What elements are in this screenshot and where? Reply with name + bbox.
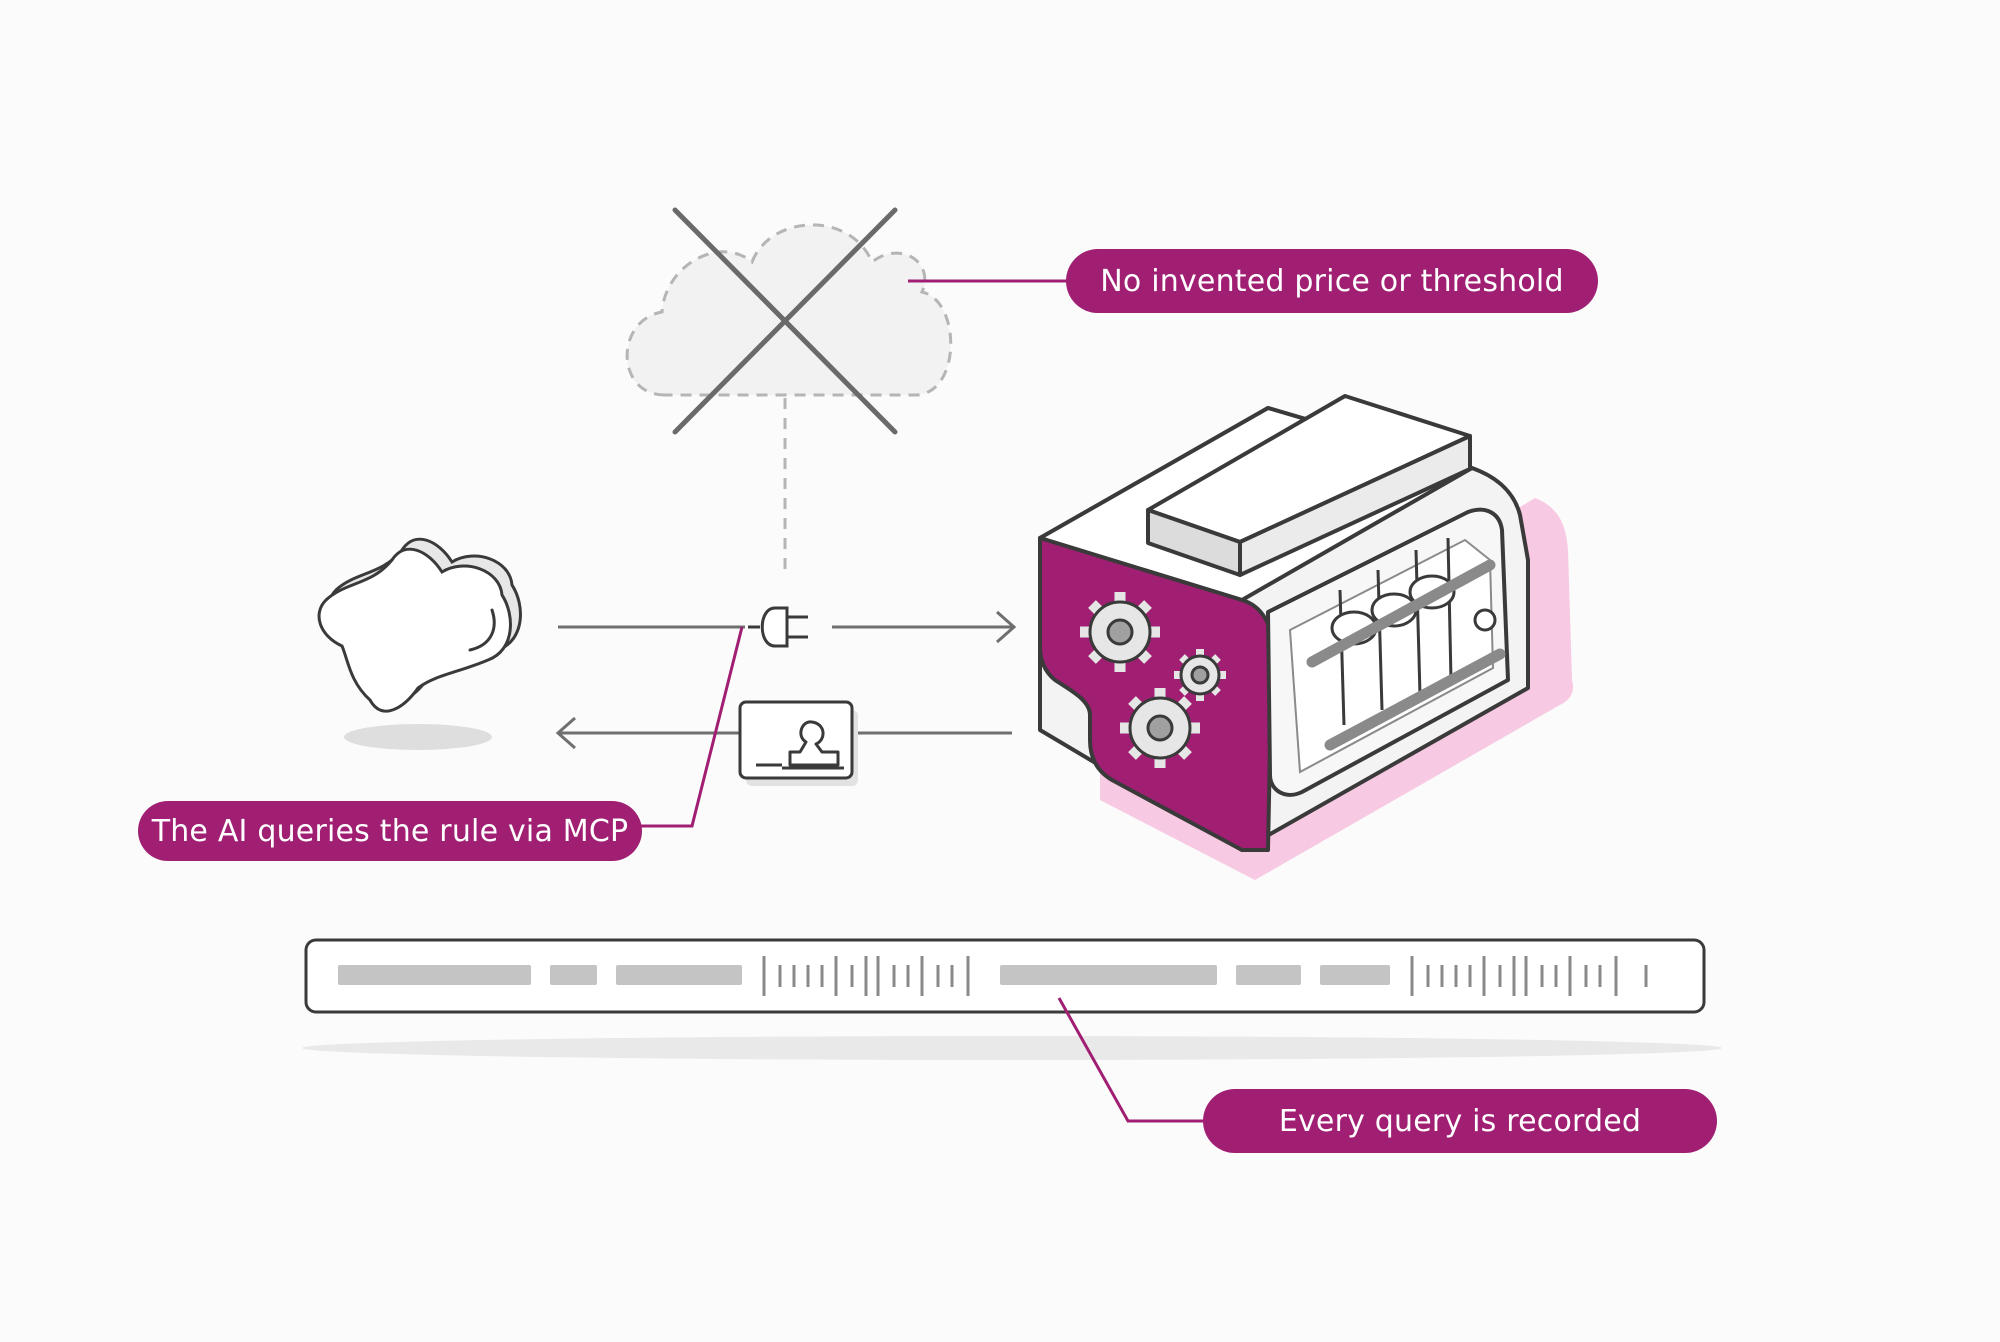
blob-front (317, 547, 512, 713)
callout-every-query-recorded: Every query is recorded (1203, 1089, 1717, 1153)
machine-rods (1338, 537, 1453, 726)
gear-icon (1080, 592, 1160, 672)
gear-icon (1120, 688, 1200, 768)
request-arrow (558, 610, 1017, 644)
callout-leader-left (640, 626, 744, 828)
plug-icon (748, 606, 808, 648)
blob-highlight (468, 608, 496, 652)
crossed-out-cloud-icon (625, 207, 953, 572)
callout-leader-bottom (1057, 997, 1205, 1123)
log-entries (338, 965, 1390, 985)
stamp-card-icon (738, 700, 858, 786)
log-bar-shadow (302, 1036, 1722, 1060)
rule-engine-machine-icon (1038, 394, 1574, 880)
machine-bolt (1473, 608, 1497, 632)
response-arrow (555, 716, 1012, 750)
log-ticks (1410, 956, 1648, 996)
ai-blob-icon (317, 537, 522, 750)
log-ticks (762, 956, 970, 996)
audit-log-bar-icon (302, 938, 1722, 1060)
machine-slab-front (1238, 434, 1472, 577)
cloud-shape (625, 223, 953, 397)
callout-ai-queries-rule: The AI queries the rule via MCP (138, 801, 642, 861)
machine-bars (1306, 559, 1506, 751)
callout-no-invented-price: No invented price or threshold (1066, 249, 1598, 313)
cross-line (672, 207, 898, 435)
gear-icon (1174, 649, 1226, 701)
blob-shadow (344, 724, 492, 750)
